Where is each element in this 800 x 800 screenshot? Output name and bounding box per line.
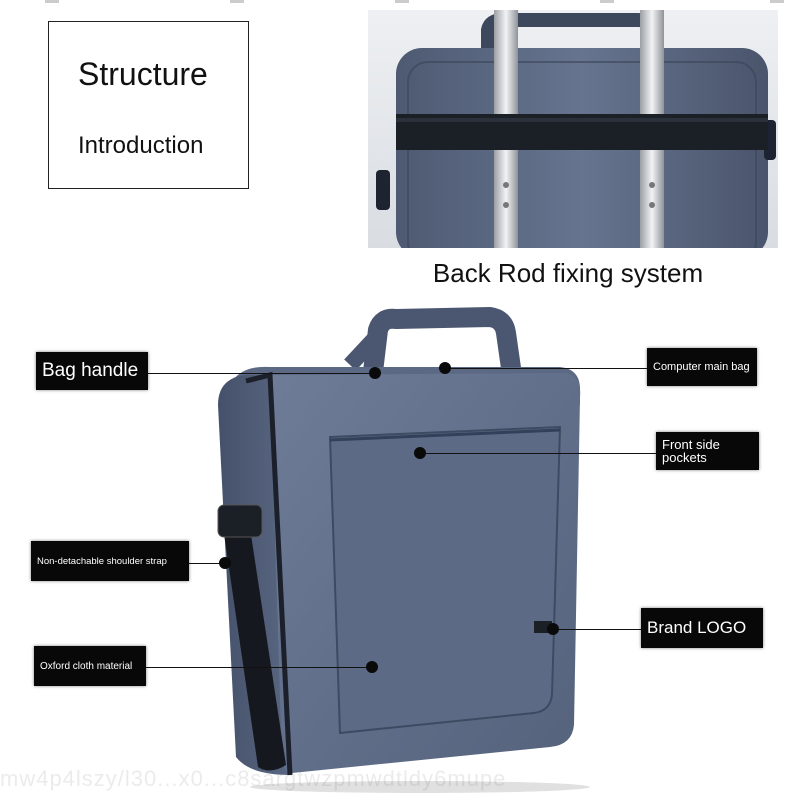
callout-oxford-cloth: Oxford cloth material xyxy=(34,646,146,686)
callout-bag-handle: Bag handle xyxy=(36,352,148,390)
trolley-rod-illustration xyxy=(376,10,776,248)
callout-front-side-pockets-line1: Front side xyxy=(662,437,720,452)
title-structure: Structure xyxy=(78,56,208,92)
callout-oxford-cloth-text: Oxford cloth material xyxy=(40,660,133,672)
watermark-text: mw4p4lszy/l30...x0...c8sargtwzpmwdtldy6m… xyxy=(0,766,507,791)
leader-front-side-pockets xyxy=(420,453,656,454)
callout-computer-main-bag-text: Computer main bag xyxy=(653,361,750,373)
leader-shoulder-strap xyxy=(189,563,225,564)
laptop-bag-illustration xyxy=(217,307,590,793)
callout-front-side-pockets-line2: pockets xyxy=(662,450,707,465)
callout-brand-logo-text: Brand LOGO xyxy=(647,618,747,637)
marker-shoulder-strap xyxy=(219,557,231,569)
top-edge-marks xyxy=(45,0,784,3)
trolley-caption: Back Rod fixing system xyxy=(432,258,704,288)
callout-computer-main-bag: Computer main bag xyxy=(647,348,757,386)
callout-bag-handle-text: Bag handle xyxy=(42,360,139,381)
laptop-bag-photo xyxy=(200,305,600,795)
marker-computer-main-bag xyxy=(439,362,451,374)
title-introduction: Introduction xyxy=(78,132,204,159)
leader-brand-logo xyxy=(553,629,641,630)
callout-front-side-pockets: Front side pockets xyxy=(656,432,759,470)
callout-shoulder-strap: Non-detachable shoulder strap xyxy=(31,541,189,581)
leader-bag-handle xyxy=(148,373,376,374)
leader-computer-main-bag xyxy=(445,368,647,369)
title-box: Structure Introduction xyxy=(48,21,249,189)
marker-bag-handle xyxy=(369,367,381,379)
callout-shoulder-strap-text: Non-detachable shoulder strap xyxy=(37,555,167,567)
marker-brand-logo xyxy=(547,623,559,635)
trolley-rod-photo xyxy=(368,10,778,248)
callout-brand-logo: Brand LOGO xyxy=(641,608,763,648)
marker-oxford-cloth xyxy=(366,661,378,673)
marker-front-side-pockets xyxy=(414,447,426,459)
leader-oxford-cloth xyxy=(146,667,372,668)
